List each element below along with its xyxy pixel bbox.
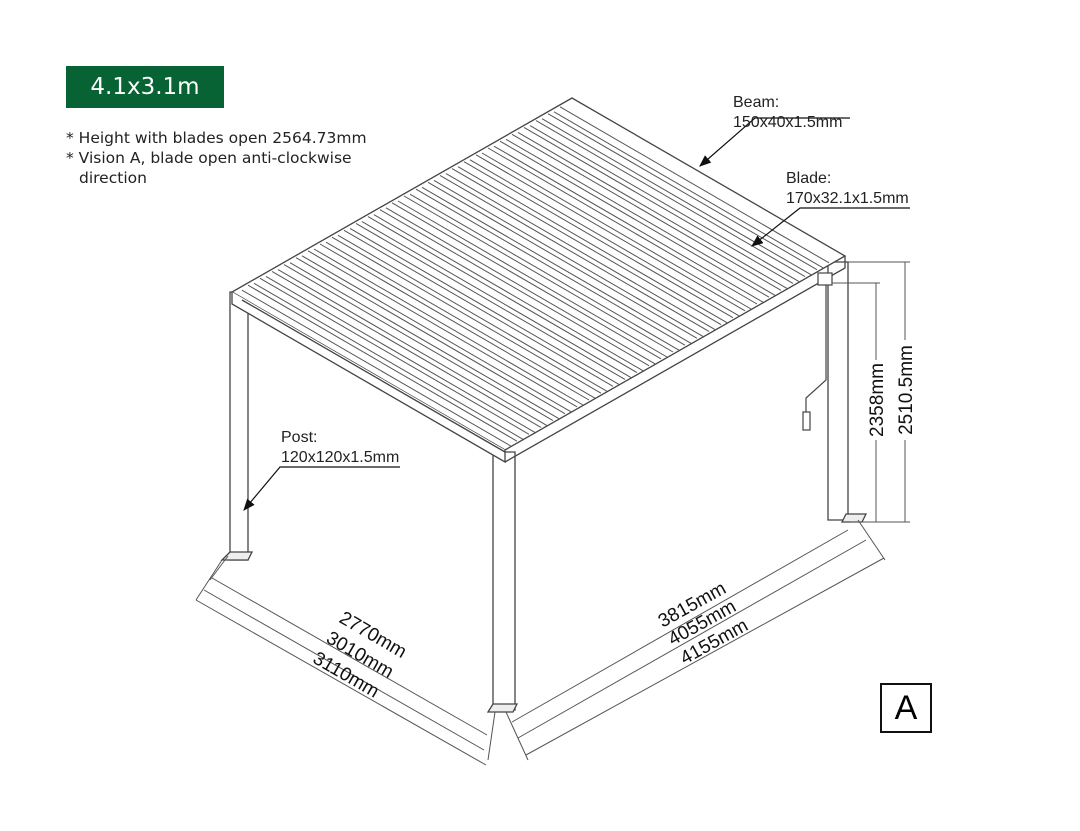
blade [517,126,794,289]
blade [313,243,590,406]
blade [457,161,734,324]
blade [397,195,674,358]
blade [481,147,758,310]
note-vision-cont: direction [79,169,147,187]
blade-size: 170x32.1x1.5mm [786,190,909,207]
blade [277,264,554,427]
post-back-left [229,291,249,561]
post-front [492,451,516,711]
dim-height-clear: 2358mm [867,363,888,437]
blade [325,236,602,399]
blade [385,202,662,365]
vision-label: A [880,683,932,733]
blade [469,154,746,317]
blade [445,168,722,331]
note-vision: * Vision A, blade open anti-clockwise [66,149,352,167]
blade [337,229,614,392]
blade [529,120,806,283]
blade [421,181,698,344]
crank-handle [802,272,833,431]
post-size: 120x120x1.5mm [281,449,399,466]
blade [433,174,710,337]
beam-size: 150x40x1.5mm [733,114,842,131]
beam-label: Beam: [733,94,779,111]
blade [541,113,818,276]
blade [553,106,830,269]
blade [493,140,770,303]
size-badge: 4.1x3.1m [66,66,224,108]
blade [301,250,578,413]
blade [505,133,782,296]
post-right [827,261,849,521]
blade [265,270,542,433]
blade-label: Blade: [786,170,831,187]
blade [373,209,650,372]
post-label: Post: [281,429,317,446]
blade [409,188,686,351]
note-height: * Height with blades open 2564.73mm [66,129,367,147]
dim-height-total: 2510.5mm [896,345,917,435]
notes: * Height with blades open 2564.73mm * Vi… [66,128,367,188]
blade [289,257,566,420]
blade [241,284,518,447]
blade [361,216,638,379]
blade [253,277,530,440]
blade [349,222,626,385]
